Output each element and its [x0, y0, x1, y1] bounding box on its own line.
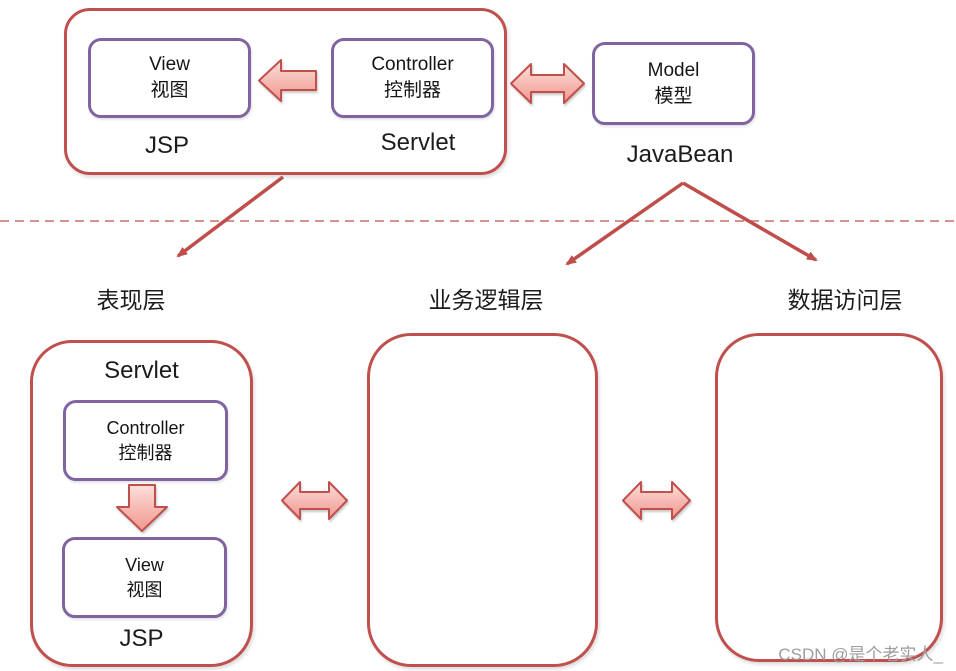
view-label-en: View: [149, 54, 190, 75]
business-layer-box: [367, 333, 598, 667]
mvc-group-box: View 视图 Controller 控制器 JSP Servlet: [64, 8, 507, 175]
model-label-en: Model: [647, 59, 700, 81]
left-block-arrow-icon: [258, 59, 317, 102]
model-label-zh: 模型: [654, 85, 693, 107]
bottom-view-label-en: View: [125, 554, 164, 575]
servlet-caption: Servlet: [380, 129, 456, 156]
view-box: View 视图: [88, 38, 251, 118]
connector-arrow-to-presentation: [176, 175, 285, 258]
connector-arrow-to-business: [565, 181, 685, 266]
bottom-controller-box: Controller 控制器: [63, 400, 228, 481]
controller-box: Controller 控制器: [331, 38, 494, 118]
model-box: Model 模型: [592, 42, 755, 125]
layer-label-presentation: 表现层: [96, 287, 166, 313]
layer-label-data-access: 数据访问层: [787, 287, 903, 313]
data-access-layer-box: [715, 333, 943, 662]
controller-label-en: Controller: [371, 54, 454, 75]
down-block-arrow-icon: [116, 484, 168, 532]
presentation-layer-box: Servlet Controller 控制器 View 视图 JSP: [30, 340, 253, 667]
bottom-view-box: View 视图: [62, 537, 227, 618]
connector-arrow-to-data-access: [682, 181, 818, 262]
jsp-caption: JSP: [144, 132, 189, 159]
csdn-watermark: CSDN @是个老实人_: [778, 645, 943, 664]
double-arrow-icon-business-dataaccess: [622, 481, 691, 520]
controller-label-zh: 控制器: [383, 80, 441, 101]
bottom-servlet-caption: Servlet: [104, 357, 179, 384]
layer-label-business: 业务逻辑层: [428, 287, 544, 313]
double-arrow-icon-mvc-model: [510, 63, 585, 104]
bottom-view-label-zh: 视图: [126, 579, 163, 600]
bottom-jsp-caption: JSP: [119, 625, 164, 652]
javabean-caption: JavaBean: [626, 141, 734, 168]
bottom-controller-label-en: Controller: [106, 417, 185, 438]
view-label-zh: 视图: [150, 80, 189, 101]
double-arrow-icon-presentation-business: [281, 481, 348, 520]
bottom-controller-label-zh: 控制器: [118, 442, 173, 463]
